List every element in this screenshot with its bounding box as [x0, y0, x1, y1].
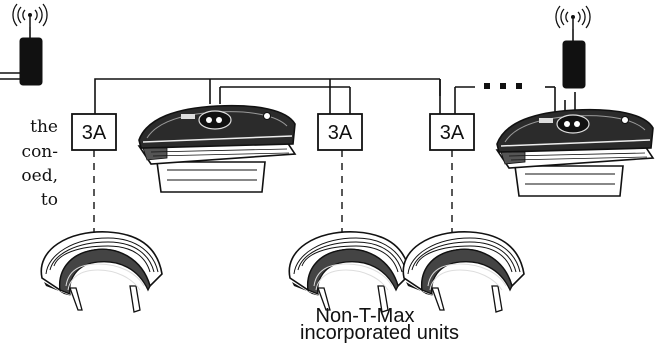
- transmitter-left: [0, 3, 48, 86]
- breaker-box-icon: [429, 113, 475, 151]
- body-text-line: oed,: [21, 166, 58, 186]
- dashed-links: [93, 150, 453, 232]
- caption-line: Non-T-Max: [315, 305, 415, 327]
- breaker-label: 3A: [82, 122, 107, 144]
- tanning-bed-icon: [496, 108, 654, 197]
- wireless-transmitter-icon: [19, 37, 43, 86]
- body-text-line: con-: [21, 142, 58, 162]
- breaker-label: 3A: [328, 122, 353, 144]
- breaker-label: 3A: [440, 122, 465, 144]
- breaker-box-icon: [71, 113, 117, 151]
- wireless-transmitter-icon: [562, 40, 586, 89]
- body-text-line: to: [40, 190, 58, 210]
- antenna-signal-icon: [12, 3, 48, 28]
- antenna-signal-icon: [555, 5, 591, 30]
- breaker-box-1: 3A: [71, 113, 117, 151]
- caption-line: incorporated units: [300, 322, 459, 344]
- tanning-bed-icon: [138, 104, 296, 193]
- breaker-box-icon: [317, 113, 363, 151]
- tanning-canopy-icon: [288, 231, 411, 313]
- breaker-box-3: 3A: [429, 113, 475, 151]
- body-text-line: the: [30, 117, 58, 137]
- tanning-canopy-icon: [402, 231, 525, 313]
- continuation-dots: [484, 83, 522, 89]
- tanning-canopy-icon: [40, 231, 163, 313]
- breaker-box-2: 3A: [317, 113, 363, 151]
- transmitter-right: [555, 5, 591, 89]
